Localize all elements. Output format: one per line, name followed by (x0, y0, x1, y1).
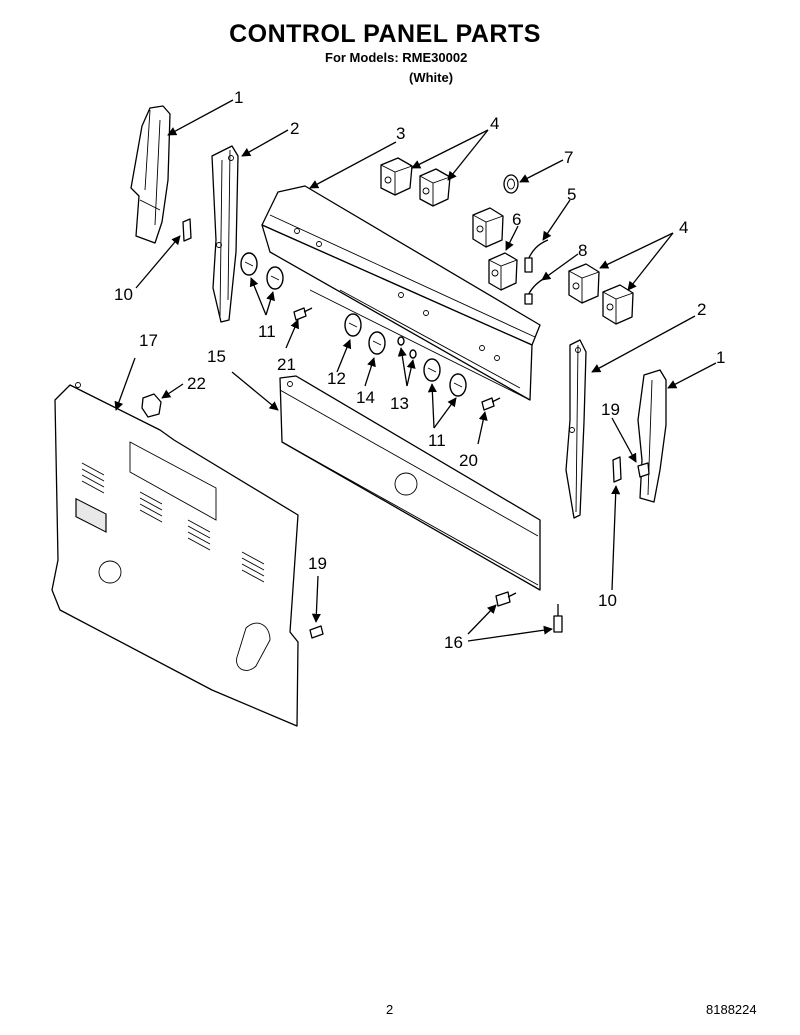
callout-3: 3 (396, 124, 405, 143)
callout-1-right: 1 (716, 348, 725, 367)
callout-12: 12 (327, 369, 346, 388)
callout-2-left: 2 (290, 119, 299, 138)
callout-14: 14 (356, 388, 375, 407)
models-subtitle: For Models: RME30002 (325, 50, 468, 65)
callout-10-left: 10 (114, 285, 133, 304)
knob-14 (368, 331, 386, 355)
callout-11-right: 11 (428, 431, 446, 450)
screw-16-right (553, 604, 563, 633)
callout-1-left: 1 (234, 88, 243, 107)
knob-right-1 (423, 358, 441, 382)
infinite-switch-right-upper (568, 263, 600, 304)
page-number: 2 (386, 1002, 394, 1017)
callout-2-right: 2 (697, 300, 706, 319)
callout-4-top: 4 (490, 114, 499, 133)
callout-labels: 1 2 3 4 7 5 6 4 8 10 2 11 17 15 1 21 12 … (114, 88, 725, 652)
screw-16-left (495, 591, 517, 607)
callout-15: 15 (207, 347, 226, 366)
callout-6: 6 (512, 210, 521, 229)
screw-19-right (637, 462, 650, 478)
left-end-cap (130, 105, 171, 244)
right-end-cap (637, 369, 667, 503)
callout-5: 5 (567, 185, 576, 204)
callout-17: 17 (139, 331, 158, 350)
callout-4-right: 4 (679, 218, 688, 237)
oven-switch (472, 207, 504, 248)
color-variant: (White) (409, 70, 454, 85)
callout-22: 22 (187, 374, 206, 393)
knob-13-small (397, 336, 417, 359)
callout-13: 13 (390, 394, 409, 413)
callout-8: 8 (578, 241, 587, 260)
callout-20: 20 (459, 451, 478, 470)
knob-right-2 (449, 373, 467, 397)
leader-lines (114, 99, 717, 642)
right-side-bracket (565, 339, 587, 519)
wire-harness-5 (524, 239, 549, 273)
left-side-bracket (211, 145, 239, 323)
document-number: 8188224 (706, 1002, 757, 1017)
knob-12 (344, 313, 362, 337)
callout-19-right: 19 (601, 400, 620, 419)
manifold-panel (279, 375, 541, 591)
callout-7: 7 (564, 148, 573, 167)
right-clip (612, 456, 622, 483)
wire-harness-8 (524, 277, 546, 305)
infinite-switch-top-right (419, 168, 451, 207)
infinite-switch-right-lower (602, 284, 634, 325)
callout-10-right: 10 (598, 591, 617, 610)
lower-switch (488, 252, 518, 291)
callout-21: 21 (277, 355, 296, 374)
rear-panel (51, 382, 299, 727)
callout-11-left: 11 (258, 322, 276, 341)
infinite-switch-top-left (380, 157, 413, 196)
panel-clip-22 (141, 393, 162, 418)
screw-20 (481, 397, 501, 411)
callout-16: 16 (444, 633, 463, 652)
callout-19-left: 19 (308, 554, 327, 573)
left-clip (182, 218, 192, 242)
knob-left-1 (240, 252, 258, 276)
screw-21 (293, 307, 313, 321)
knob-left-2 (266, 266, 284, 290)
page-title: CONTROL PANEL PARTS (229, 20, 541, 48)
main-control-panel (261, 185, 541, 401)
indicator-light (503, 174, 519, 194)
screw-19-left (309, 625, 324, 639)
